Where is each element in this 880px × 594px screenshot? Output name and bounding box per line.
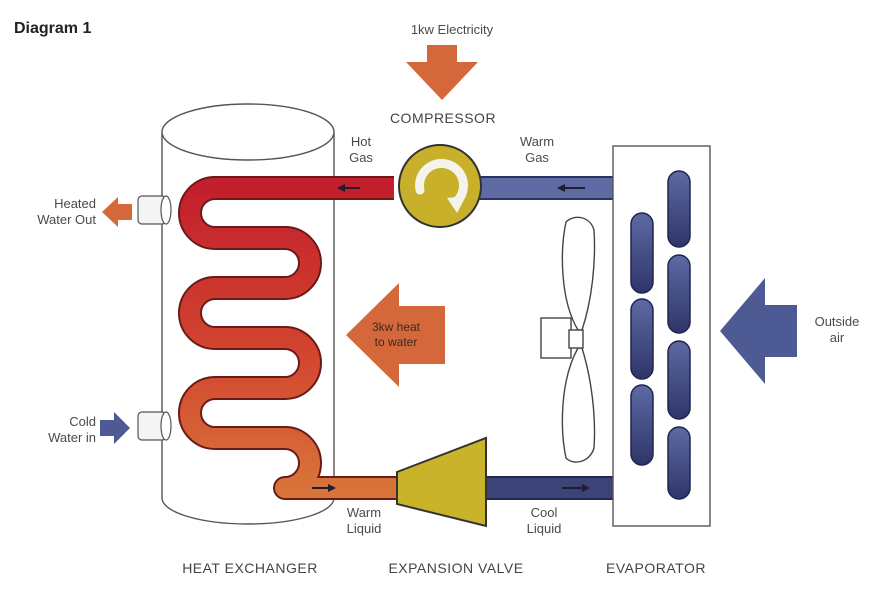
hot-water-connector [137,195,172,225]
expansion-valve-label: EXPANSION VALVE [388,560,524,576]
heat-exchanger-label: HEAT EXCHANGER [182,560,318,576]
evaporator-coils [630,170,691,500]
evaporator-label: EVAPORATOR [606,560,706,576]
compressor-label: COMPRESSOR [389,110,497,126]
outside-air-arrow-icon [720,278,797,384]
cold-water-connector [137,411,172,441]
compressor-unit [398,144,482,228]
expansion-valve-unit [396,436,487,528]
electricity-label: 1kw Electricity [410,22,494,37]
fan-icon [540,216,596,463]
heat-transfer-arrow-icon [346,283,445,387]
flow-direction-arrows [312,184,590,492]
electricity-arrow-icon [406,45,478,100]
cold-water-arrow-icon [100,412,130,444]
evaporator-box [612,145,711,527]
heated-water-arrow-icon [102,197,132,227]
diagram-title: Diagram 1 [14,20,92,37]
